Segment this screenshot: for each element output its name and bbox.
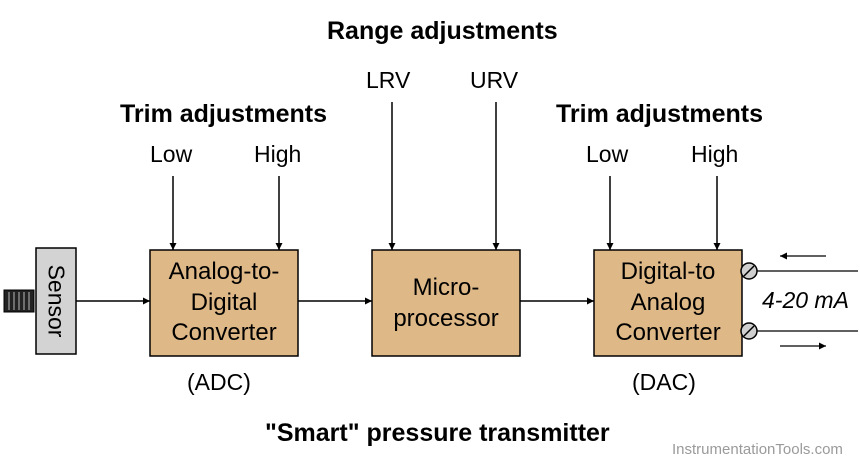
adc-label-line-1: Analog-to-: [168, 258, 280, 285]
dac-abbreviation: (DAC): [632, 369, 696, 395]
adc-label: Analog-to- Digital Converter: [150, 257, 298, 349]
sensor-label: Sensor: [43, 264, 70, 338]
dac-block: [593, 249, 743, 357]
adc-label-line-2: Digital: [190, 288, 258, 316]
microprocessor-label: Micro- processor: [372, 273, 520, 334]
urv-label: URV: [470, 67, 519, 93]
trim-adjustments-left-heading: Trim adjustments: [120, 100, 327, 128]
output-terminal-bottom-icon: [740, 322, 758, 340]
adc-label-line-3: Converter: [171, 319, 277, 347]
adc-high-label: High: [254, 141, 302, 167]
output-terminal-top-icon: [740, 262, 758, 280]
microprocessor-block: [371, 249, 521, 357]
dac-label: Digital-to Analog Converter: [594, 257, 742, 349]
dac-low-label: Low: [586, 141, 629, 167]
adc-abbreviation: (ADC): [187, 369, 251, 395]
range-adjustments-heading: Range adjustments: [327, 17, 558, 45]
dac-high-label: High: [691, 141, 739, 167]
sensor-port-icon: [3, 289, 35, 313]
dac-label-line-3: Converter: [615, 319, 721, 347]
microprocessor-label-line-2: processor: [393, 304, 499, 332]
credit-watermark: InstrumentationTools.com: [672, 441, 843, 458]
sensor-block: [35, 247, 77, 355]
trim-adjustments-right-heading: Trim adjustments: [556, 100, 763, 128]
lrv-label: LRV: [366, 67, 411, 93]
diagram-caption: "Smart" pressure transmitter: [265, 419, 610, 447]
microprocessor-label-line-1: Micro-: [412, 274, 480, 301]
adc-block: [149, 249, 299, 357]
dac-label-line-2: Analog: [630, 288, 706, 316]
dac-label-line-1: Digital-to: [620, 258, 716, 285]
adc-low-label: Low: [150, 141, 193, 167]
output-current-label: 4-20 mA: [762, 287, 849, 313]
